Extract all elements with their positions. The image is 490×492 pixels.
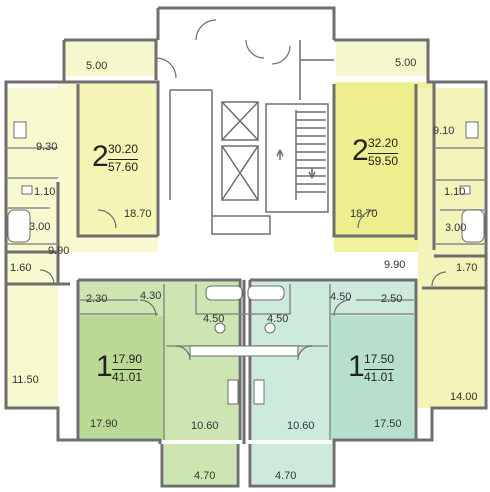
room-area-label: 10.60 (191, 420, 219, 432)
room-area-label: 2.50 (381, 293, 403, 305)
fill-right-living (336, 84, 416, 236)
right-2room-inner (332, 82, 436, 250)
stove-right (465, 121, 479, 139)
room-area-label: 9.90 (384, 259, 406, 271)
bathtub-left (7, 209, 31, 243)
room-area-label: 18.70 (124, 208, 152, 220)
stair-steps (296, 111, 326, 193)
living-area: 17.90 (112, 352, 143, 366)
apartment-label: 2 32.20 59.50 (352, 136, 418, 172)
room-count: 2 (352, 134, 369, 167)
stove-center-left (227, 379, 239, 405)
fill-left-1room-living (80, 316, 164, 438)
bathtub-center-left (205, 285, 243, 301)
living-area: 17.50 (364, 352, 395, 366)
apartment-label: 1 17.90 41.01 (96, 352, 162, 388)
room-area-label: 9.30 (36, 141, 58, 153)
living-area: 32.20 (368, 136, 399, 150)
apartment-label: 1 17.50 41.01 (348, 352, 414, 388)
bathtub-right (461, 209, 485, 243)
room-area-label: 1.70 (456, 262, 478, 274)
room-area-label: 4.50 (203, 313, 225, 325)
fixtures (7, 121, 485, 405)
toilet-center-left (214, 322, 226, 334)
total-area: 41.01 (112, 369, 143, 384)
room-area-label: 14.00 (450, 391, 478, 403)
doors (39, 19, 447, 361)
left-2room-inner (58, 80, 160, 238)
right-edge-inner (422, 254, 486, 290)
room-area-label: 5.00 (86, 60, 108, 72)
partitions (6, 147, 486, 440)
room-area-label: 4.50 (330, 291, 352, 303)
bathtub-center-right (247, 285, 285, 301)
elevator-2 (221, 145, 259, 201)
room-area-label: 5.00 (395, 57, 417, 69)
room-area-label: 1.60 (10, 262, 32, 274)
fill-left-living (78, 84, 156, 236)
stair-core (169, 40, 334, 235)
fill-right-1room-living (330, 316, 414, 438)
room-area-label: 4.30 (140, 290, 162, 302)
left-1room-wall (76, 278, 242, 440)
stove-left (13, 121, 27, 139)
elevator-1 (221, 101, 259, 141)
room-area-label: 1.10 (444, 186, 466, 198)
total-area: 59.50 (368, 153, 399, 168)
fill-left-balcony (164, 444, 236, 484)
toilet-center-right (264, 322, 276, 334)
room-area-label: 4.70 (194, 470, 216, 482)
right-balcony-wall (248, 444, 336, 488)
room-area-label: 1.10 (34, 186, 56, 198)
living-area: 30.20 (108, 142, 139, 156)
room-area-label: 3.00 (29, 221, 51, 233)
total-area: 41.01 (364, 369, 395, 384)
room-area-label: 11.50 (12, 374, 39, 386)
right-outer-wall (332, 38, 488, 444)
room-area-label: 9.10 (433, 125, 455, 137)
left-balcony-wall (160, 444, 240, 488)
stairwell (265, 103, 329, 213)
walls (4, 6, 488, 488)
left-outer-wall (4, 38, 162, 444)
room-count: 2 (92, 140, 109, 173)
room-area-label: 4.50 (267, 313, 289, 325)
sink-right (459, 185, 471, 195)
room-count: 1 (96, 350, 113, 383)
room-count: 1 (348, 350, 365, 383)
right-1room-wall (248, 278, 418, 440)
sink-left (21, 185, 33, 195)
corridor-center (189, 345, 299, 357)
room-area-label: 4.70 (275, 470, 297, 482)
room-area-label: 17.50 (374, 418, 402, 430)
room-area-label: 17.90 (90, 418, 118, 430)
room-area-label: 18.70 (350, 208, 378, 220)
fill-left-2room-balcony (64, 40, 156, 76)
left-edge-inner (6, 182, 70, 286)
room-area-label: 3.00 (445, 222, 467, 234)
room-area-label: 2.30 (86, 293, 108, 305)
apartment-label: 2 30.20 57.60 (92, 142, 158, 178)
fill-left-2room-edge (6, 88, 58, 408)
total-area: 57.60 (108, 159, 139, 174)
room-area-label: 10.60 (287, 420, 315, 432)
fill-right-2room-edge (418, 88, 484, 408)
core-wall (156, 6, 336, 40)
stove-center-right (253, 379, 265, 405)
room-area-label: 9.90 (48, 245, 70, 257)
fill-right-balcony (252, 444, 332, 484)
fill-right-2room-balcony (336, 40, 428, 76)
